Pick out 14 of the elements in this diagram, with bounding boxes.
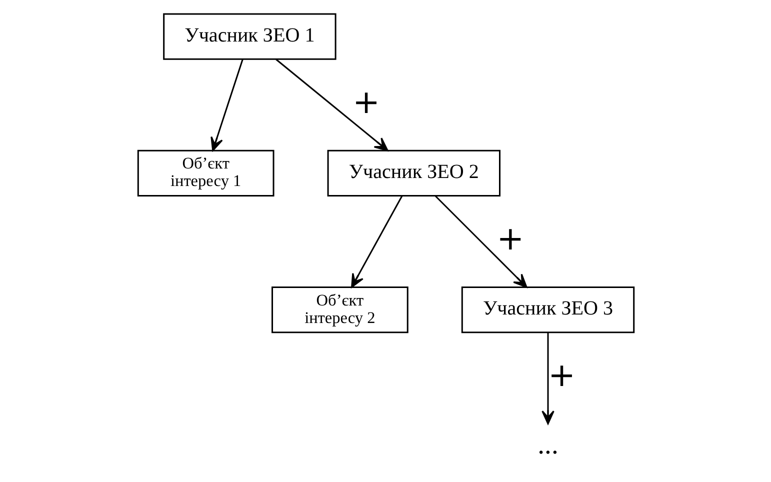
arrow: [210, 58, 243, 151]
node-box: Об’єкт інтересу 2: [271, 286, 408, 333]
node-text: ...: [537, 428, 558, 459]
node-box: Учасник ЗЕО 3: [460, 286, 634, 333]
edge-label: +: [496, 218, 524, 257]
edge-label: +: [352, 82, 380, 120]
arrow: [541, 332, 554, 424]
arrow: [434, 194, 527, 288]
arrow: [350, 195, 402, 288]
node-box: Об’єкт інтересу 1: [136, 149, 274, 196]
node-box: Учасник ЗЕО 2: [326, 149, 500, 196]
arrow: [275, 58, 388, 151]
edge-label: +: [548, 356, 575, 394]
node-box: Учасник ЗЕО 1: [162, 12, 336, 60]
